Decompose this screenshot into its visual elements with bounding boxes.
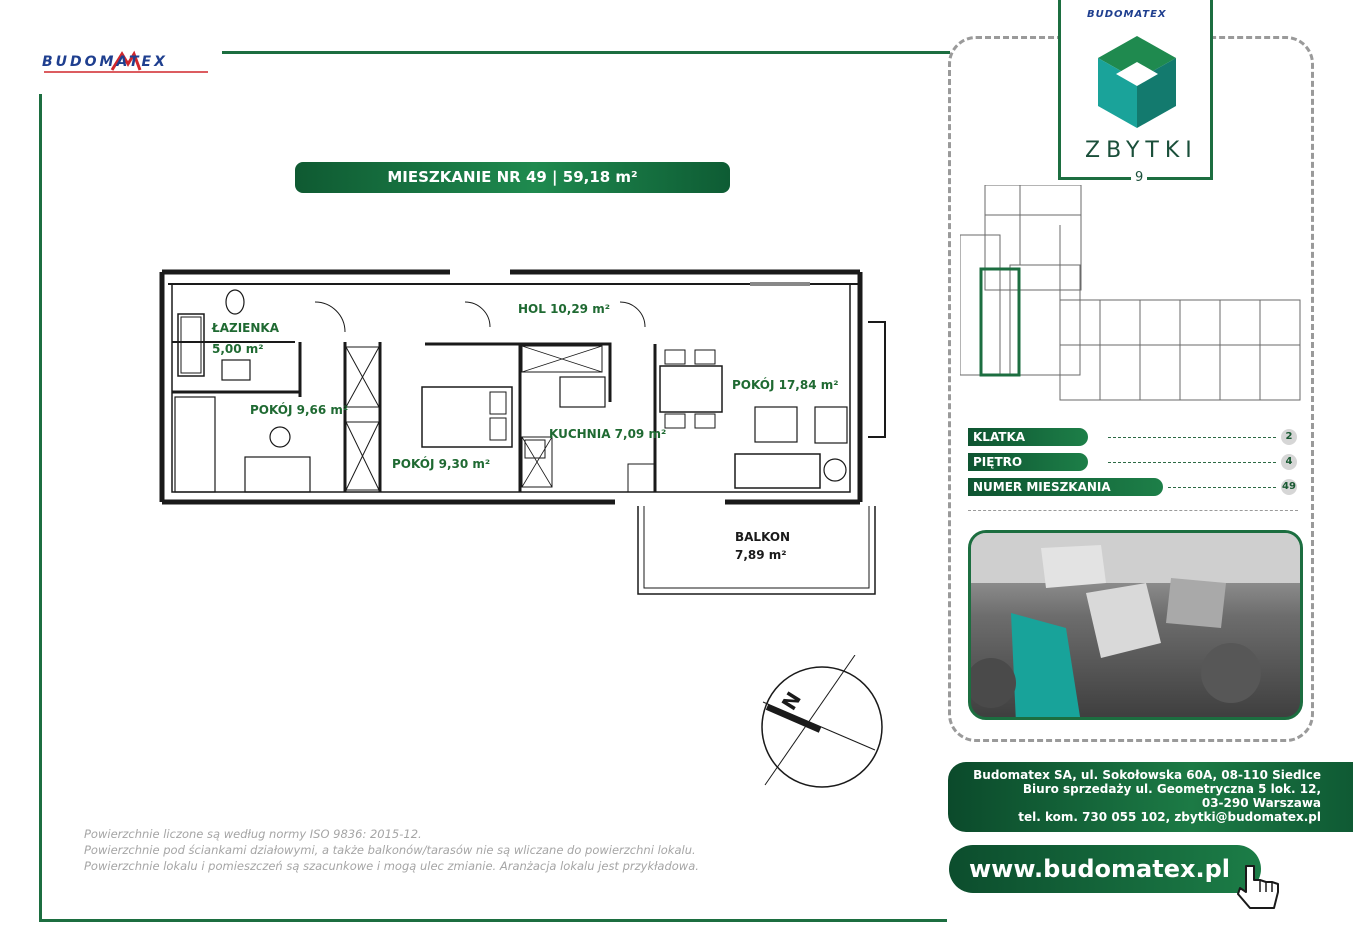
- label-kuchnia: KUCHNIA 7,09 m²: [549, 427, 667, 441]
- zbytki-number: 9: [1131, 170, 1148, 185]
- website-link[interactable]: www.budomatex.pl: [969, 855, 1230, 883]
- apartment-title: MIESZKANIE NR 49 | 59,18 m²: [295, 162, 730, 193]
- apartment-title-text: MIESZKANIE NR 49 | 59,18 m²: [387, 168, 638, 186]
- floor-plan: [159, 269, 886, 595]
- label-pokoj-966: POKÓJ 9,66 m²: [250, 403, 349, 417]
- numer-label: NUMER MIESZKANIA: [968, 478, 1163, 496]
- label-lazienka-name: ŁAZIENKA: [212, 321, 279, 335]
- website-button[interactable]: www.budomatex.pl: [949, 845, 1261, 893]
- klatka-label: KLATKA: [968, 428, 1088, 446]
- note-line-3: Powierzchnie lokalu i pomieszczeń są sza…: [84, 859, 699, 873]
- zbytki-brand: BUDOMATEX: [1087, 9, 1167, 20]
- aerial-photo-image: [971, 533, 1300, 717]
- contact-line-3: 03-290 Warszawa: [1201, 796, 1321, 810]
- budomatex-logo: BUDOMATEX: [42, 50, 210, 76]
- compass: N: [745, 654, 890, 800]
- contact-line-2: Biuro sprzedaży ul. Geometryczna 5 lok. …: [1022, 782, 1321, 796]
- pietro-value: 4: [1281, 454, 1297, 470]
- label-lazienka-area: 5,00 m²: [212, 342, 264, 356]
- note-line-2: Powierzchnie pod ściankami działowymi, a…: [84, 843, 696, 857]
- klatka-value: 2: [1281, 429, 1297, 445]
- frame-bottom-line: [39, 919, 947, 922]
- logo-text: BUDOMATEX: [42, 54, 168, 70]
- contact-block: Budomatex SA, ul. Sokołowska 60A, 08-110…: [948, 762, 1353, 832]
- klatka-dash: [1108, 437, 1276, 438]
- pietro-label: PIĘTRO: [968, 453, 1088, 471]
- note-line-1: Powierzchnie liczone są według normy ISO…: [84, 827, 422, 841]
- label-balkon-area: 7,89 m²: [735, 548, 787, 562]
- label-balkon-name: BALKON: [735, 530, 791, 544]
- zbytki-logo-icon: [1098, 36, 1176, 128]
- contact-line-1: Budomatex SA, ul. Sokołowska 60A, 08-110…: [973, 768, 1321, 782]
- frame-left-line: [39, 94, 42, 922]
- compass-icon: [761, 654, 883, 788]
- zbytki-logo: BUDOMATEX ZBYTKI: [1058, 0, 1213, 180]
- numer-value: 49: [1281, 479, 1297, 495]
- label-pokoj-1784: POKÓJ 17,84 m²: [732, 378, 839, 392]
- info-separator: [968, 510, 1298, 511]
- hand-cursor-icon: [1237, 865, 1279, 909]
- frame-top-line: [222, 51, 950, 54]
- budomatex-logo-icon: [44, 50, 208, 73]
- building-schematic: [960, 185, 1301, 401]
- pietro-dash: [1108, 462, 1276, 463]
- contact-line-4: tel. kom. 730 055 102, zbytki@budomatex.…: [1018, 810, 1321, 824]
- label-hol: HOL 10,29 m²: [518, 302, 610, 316]
- zbytki-name: ZBYTKI: [1085, 138, 1198, 163]
- aerial-photo: [968, 530, 1303, 720]
- numer-dash: [1168, 487, 1276, 488]
- label-pokoj-930: POKÓJ 9,30 m²: [392, 457, 491, 471]
